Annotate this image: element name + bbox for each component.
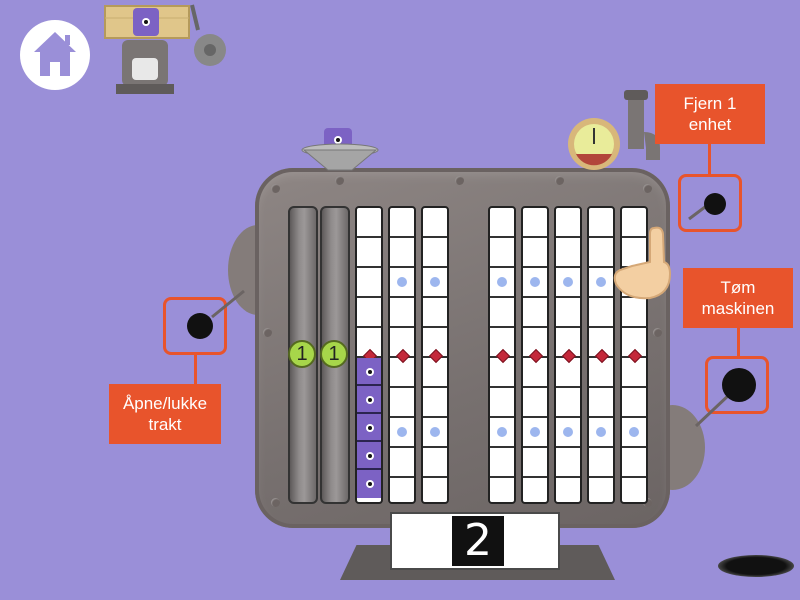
drain-hole [718,555,794,577]
unit-counter: 2 [390,512,560,570]
unit-block [357,386,381,414]
lever-knob[interactable] [722,368,756,402]
unit-block [357,442,381,470]
ones-column [355,206,383,504]
empty-machine-button[interactable] [705,356,769,414]
house-icon [20,20,90,90]
ones-column [587,206,615,504]
ones-column [554,206,582,504]
unit-block [357,470,381,498]
unit-block [357,358,381,386]
counter-value: 2 [452,516,504,566]
home-button[interactable] [18,18,92,92]
ones-column [388,206,416,504]
tens-badge: 1 [320,340,348,368]
ones-column [421,206,449,504]
pressure-gauge-icon [568,82,668,177]
unit-block [357,414,381,442]
unit-dispenser [100,0,240,100]
ones-column [521,206,549,504]
tens-badge: 1 [288,340,316,368]
pointing-hand-icon [612,222,672,302]
funnel[interactable] [300,128,380,173]
gear-icon [194,34,226,66]
toggle-funnel-label: Åpne/lukke trakt [109,384,221,444]
remove-one-button[interactable] [678,174,742,232]
lever-knob[interactable] [187,313,213,339]
ones-column [488,206,516,504]
ones-column [620,206,648,504]
lever-knob[interactable] [704,193,726,215]
empty-machine-label: Tøm maskinen [683,268,793,328]
toggle-funnel-button[interactable] [163,297,227,355]
remove-one-label: Fjern 1 enhet [655,84,765,144]
